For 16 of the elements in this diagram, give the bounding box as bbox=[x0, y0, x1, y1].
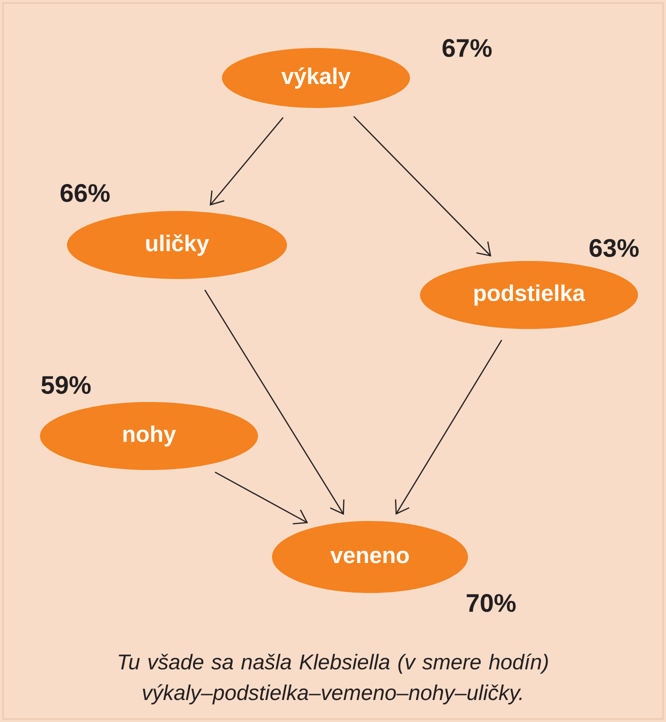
ellipse-node: výkaly bbox=[222, 48, 410, 108]
percent-label: 59% bbox=[41, 376, 91, 394]
arrow bbox=[394, 340, 502, 515]
ellipse-node: nohy bbox=[40, 402, 258, 470]
percent-label: 70% bbox=[466, 594, 516, 612]
ellipse-node: uličky bbox=[67, 211, 287, 279]
ellipse-node: veneno bbox=[272, 521, 468, 593]
percent-label: 63% bbox=[590, 239, 639, 257]
arrow bbox=[204, 290, 344, 515]
percent-label: 66% bbox=[60, 184, 110, 202]
percent-label: 67% bbox=[442, 39, 492, 57]
arrow bbox=[210, 117, 284, 206]
arrow bbox=[214, 472, 308, 524]
arrow bbox=[353, 116, 492, 257]
ellipse-node: podstielka bbox=[420, 261, 638, 329]
caption: Tu všade sa našla Klebsiella (v smere hodín) výkaly–podstielka–vemeno–nohy–uličky. bbox=[118, 654, 548, 704]
